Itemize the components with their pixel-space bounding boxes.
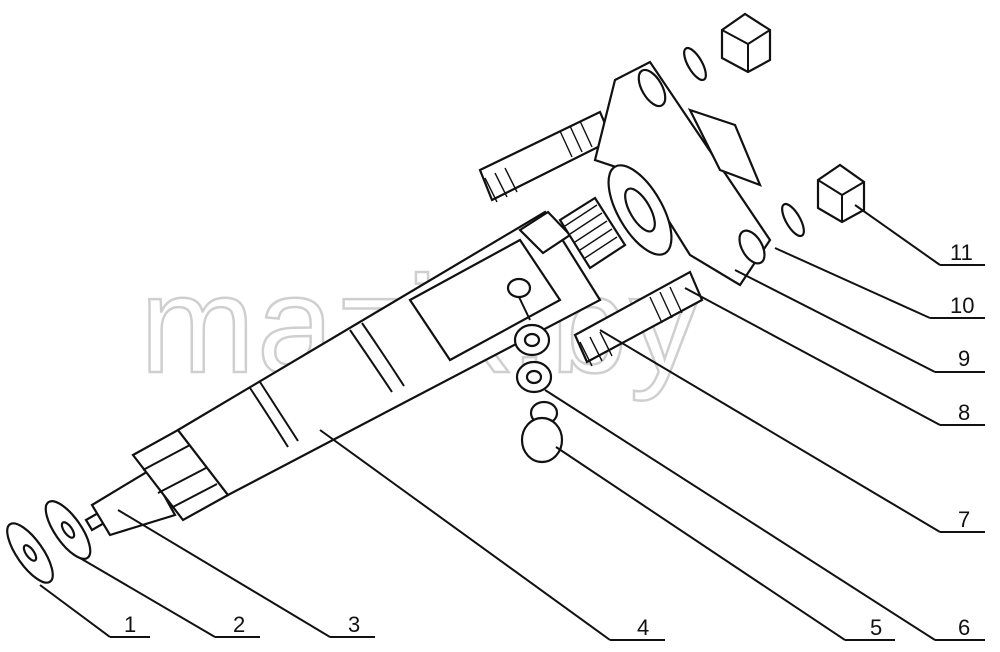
leader-lines — [39, 204, 985, 641]
label-3: 3 — [348, 612, 360, 637]
label-5: 5 — [870, 615, 882, 640]
label-2: 2 — [233, 612, 245, 637]
washer-nut-drawing — [683, 12, 866, 238]
stud-upper-drawing — [478, 110, 614, 203]
label-7: 7 — [958, 507, 970, 532]
nozzle-nut-drawing — [90, 428, 230, 537]
clamp-flange-drawing — [593, 60, 772, 287]
banjo-parts-drawing — [506, 277, 564, 464]
label-4: 4 — [637, 615, 649, 640]
label-10: 10 — [950, 293, 974, 318]
label-8: 8 — [958, 400, 970, 425]
washer-2-drawing — [44, 500, 92, 560]
label-11: 11 — [950, 240, 973, 265]
stud-lower-drawing — [573, 270, 704, 367]
washer-1-drawing — [6, 522, 54, 584]
injector-body-drawing — [176, 196, 627, 497]
label-6: 6 — [958, 615, 970, 640]
label-9: 9 — [958, 346, 970, 371]
label-1: 1 — [124, 612, 136, 637]
